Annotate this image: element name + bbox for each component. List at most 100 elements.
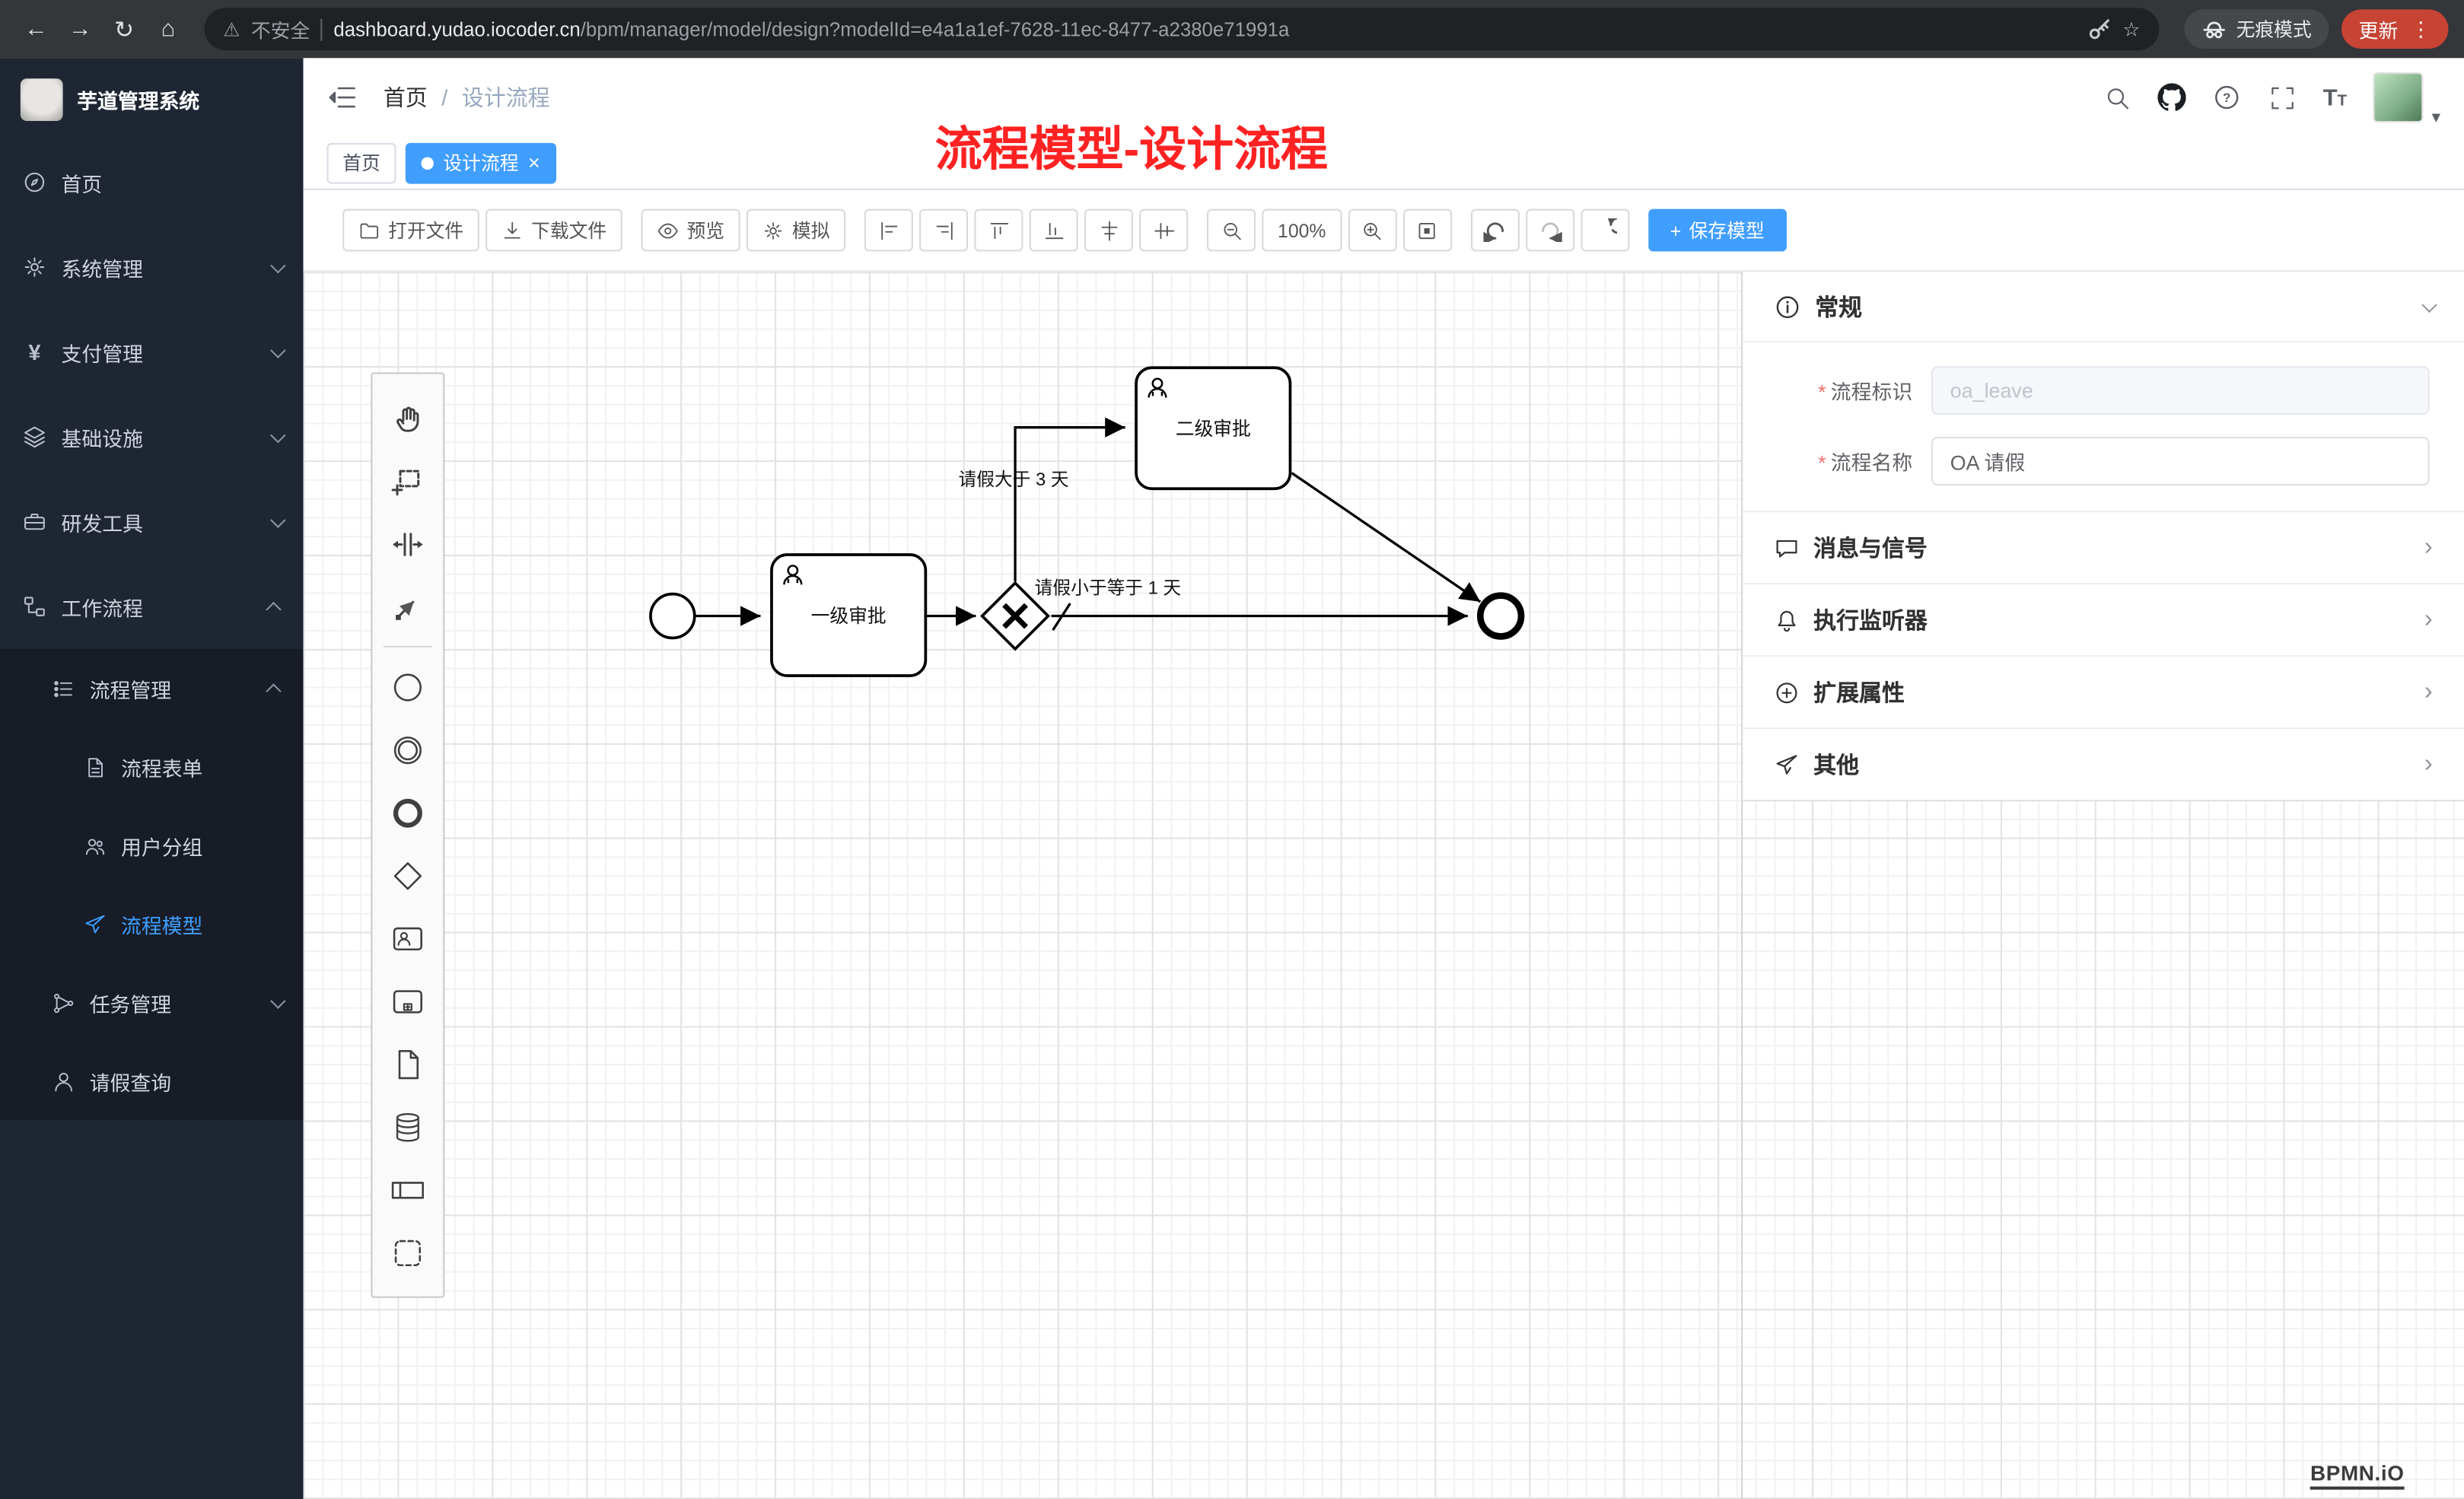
save-model-button[interactable]: + 保存模型 bbox=[1647, 208, 1787, 252]
flow-task2-to-end[interactable] bbox=[1291, 472, 1482, 603]
exclusive-gateway[interactable] bbox=[980, 581, 1051, 651]
process-name-input[interactable] bbox=[1931, 437, 2430, 486]
start-event[interactable] bbox=[649, 592, 696, 640]
flow-condition-label[interactable]: 请假大于 3 天 bbox=[958, 469, 1068, 490]
lasso-tool-icon[interactable] bbox=[380, 450, 436, 513]
open-file-button[interactable]: 打开文件 bbox=[342, 208, 479, 252]
align-bottom-button[interactable] bbox=[1029, 208, 1078, 252]
undo-button[interactable] bbox=[1470, 208, 1520, 252]
space-tool-icon[interactable] bbox=[380, 512, 436, 575]
user-task-icon[interactable] bbox=[380, 907, 436, 970]
svg-text:?: ? bbox=[2223, 91, 2230, 105]
bookmark-star-icon[interactable]: ☆ bbox=[2122, 18, 2141, 41]
start-event-icon[interactable] bbox=[380, 655, 436, 718]
simulate-button[interactable]: 模拟 bbox=[747, 208, 846, 252]
list-icon bbox=[50, 676, 75, 701]
refresh-button[interactable] bbox=[1581, 208, 1630, 252]
avatar[interactable] bbox=[2373, 72, 2424, 123]
chevron-down-icon bbox=[270, 256, 286, 273]
key-icon[interactable] bbox=[2087, 17, 2112, 42]
bpmn-diagram[interactable]: 一级审批 二级审批 请假 bbox=[304, 272, 1742, 1499]
participant-icon[interactable] bbox=[380, 1158, 436, 1221]
zoom-in-button[interactable] bbox=[1348, 208, 1397, 252]
sidebar-collapse-button[interactable] bbox=[327, 80, 361, 114]
user-task-level1[interactable]: 一级审批 bbox=[770, 553, 928, 677]
bpmn-canvas[interactable]: 一级审批 二级审批 请假 bbox=[303, 272, 2464, 1499]
user-task-level2[interactable]: 二级审批 bbox=[1135, 366, 1292, 491]
process-key-input bbox=[1931, 366, 2430, 415]
sidebar-item-payment[interactable]: ¥ 支付管理 bbox=[0, 310, 304, 395]
preview-button[interactable]: 预览 bbox=[641, 208, 740, 252]
sidebar-item-label: 工作流程 bbox=[61, 596, 143, 620]
hand-tool-icon[interactable] bbox=[380, 387, 436, 450]
browser-forward-button[interactable]: → bbox=[68, 15, 92, 43]
gateway-icon[interactable] bbox=[380, 844, 436, 907]
chevron-down-icon bbox=[270, 511, 286, 527]
section-execution-listeners[interactable]: 执行监听器 › bbox=[1743, 583, 2464, 655]
close-icon[interactable]: × bbox=[527, 151, 540, 175]
align-top-button[interactable] bbox=[974, 208, 1023, 252]
align-center-horizontal-button[interactable] bbox=[1084, 208, 1134, 252]
tab-home[interactable]: 首页 bbox=[326, 142, 396, 183]
section-others[interactable]: 其他 › bbox=[1743, 727, 2464, 800]
align-left-button[interactable] bbox=[864, 208, 913, 252]
browser-home-button[interactable]: ⌂ bbox=[161, 15, 176, 43]
sidebar-item-devtools[interactable]: 研发工具 bbox=[0, 479, 304, 565]
sidebar-item-system[interactable]: 系统管理 bbox=[0, 224, 304, 310]
warning-icon: ⚠ bbox=[223, 18, 240, 40]
subprocess-icon[interactable] bbox=[380, 969, 436, 1033]
end-event-icon[interactable] bbox=[380, 781, 436, 844]
browser-back-button[interactable]: ← bbox=[24, 15, 48, 43]
browser-update-button[interactable]: 更新 ⋮ bbox=[2341, 9, 2449, 49]
search-icon[interactable] bbox=[2103, 83, 2131, 111]
sidebar-item-leave-query[interactable]: 请假查询 bbox=[0, 1042, 304, 1120]
intermediate-event-icon[interactable] bbox=[380, 718, 436, 781]
sidebar-item-label: 流程管理 bbox=[89, 678, 172, 702]
breadcrumb-home[interactable]: 首页 bbox=[383, 84, 428, 110]
sidebar-item-task-management[interactable]: 任务管理 bbox=[0, 963, 304, 1042]
data-object-icon[interactable] bbox=[380, 1033, 436, 1096]
redo-button[interactable] bbox=[1525, 208, 1574, 252]
sidebar-submenu-workflow: 流程管理 流程表单 用户分组 流程模型 任务管理 bbox=[0, 648, 304, 1121]
sidebar-item-process-form[interactable]: 流程表单 bbox=[0, 727, 304, 806]
sidebar-item-infrastructure[interactable]: 基础设施 bbox=[0, 394, 304, 479]
user-menu[interactable]: ▾ bbox=[2373, 72, 2440, 127]
section-general[interactable]: 常规 bbox=[1743, 272, 2464, 343]
browser-menu-icon[interactable]: ⋮ bbox=[2410, 16, 2431, 40]
section-title: 扩展属性 bbox=[1813, 682, 1905, 708]
help-icon[interactable]: ? bbox=[2213, 83, 2241, 111]
zoom-out-button[interactable] bbox=[1207, 208, 1256, 252]
end-event[interactable] bbox=[1476, 592, 1525, 640]
align-right-button[interactable] bbox=[919, 208, 969, 252]
task-label: 一级审批 bbox=[811, 606, 887, 627]
sidebar-item-home[interactable]: 首页 bbox=[0, 140, 304, 225]
sidebar-item-user-group[interactable]: 用户分组 bbox=[0, 806, 304, 884]
download-file-button[interactable]: 下载文件 bbox=[485, 208, 622, 252]
security-label[interactable]: 不安全 bbox=[250, 20, 310, 43]
flow-gateway-to-task2[interactable] bbox=[1014, 417, 1125, 582]
app-logo[interactable]: 芋道管理系统 bbox=[0, 58, 304, 139]
tab-design-process[interactable]: 设计流程 × bbox=[405, 142, 556, 183]
sidebar-item-process-model[interactable]: 流程模型 bbox=[0, 885, 304, 963]
github-icon[interactable] bbox=[2157, 83, 2186, 111]
browser-reload-button[interactable]: ↻ bbox=[114, 16, 135, 43]
address-bar[interactable]: ⚠ 不安全 dashboard.yudao.iocoder.cn/bpm/man… bbox=[204, 8, 2160, 51]
sidebar-item-process-management[interactable]: 流程管理 bbox=[0, 649, 304, 727]
zoom-fit-button[interactable] bbox=[1402, 208, 1452, 252]
global-connect-icon[interactable] bbox=[380, 575, 436, 638]
bpmn-palette bbox=[371, 372, 445, 1298]
branch-icon bbox=[50, 990, 75, 1015]
group-icon[interactable] bbox=[380, 1221, 436, 1284]
sidebar-item-workflow[interactable]: 工作流程 bbox=[0, 564, 304, 649]
sidebar-item-label: 流程模型 bbox=[121, 913, 203, 937]
align-center-vertical-button[interactable] bbox=[1139, 208, 1189, 252]
data-store-icon[interactable] bbox=[380, 1095, 436, 1158]
chevron-down-icon bbox=[270, 992, 286, 1008]
flow-condition-label[interactable]: 请假小于等于 1 天 bbox=[1035, 578, 1182, 599]
section-extended-attributes[interactable]: 扩展属性 › bbox=[1743, 655, 2464, 727]
section-messages-signals[interactable]: 消息与信号 › bbox=[1743, 511, 2464, 583]
bpmn-io-watermark[interactable]: BPMN.iO bbox=[2310, 1462, 2405, 1490]
fullscreen-icon[interactable] bbox=[2268, 83, 2296, 111]
